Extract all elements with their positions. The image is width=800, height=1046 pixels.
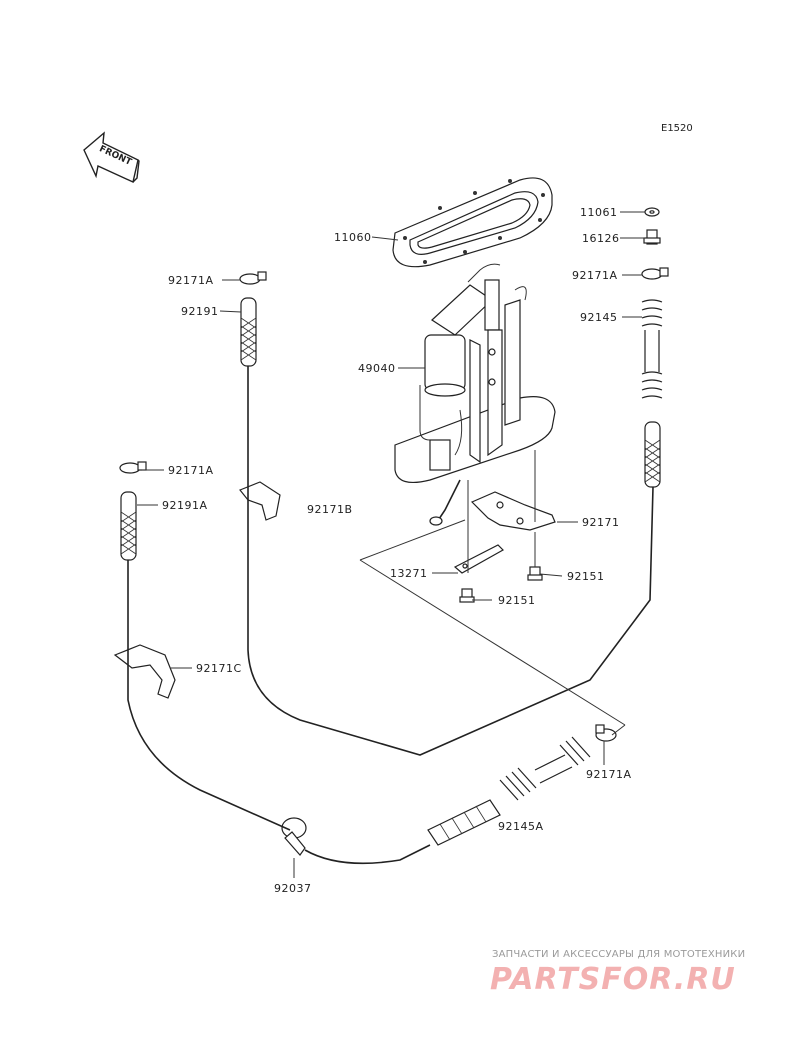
bolt-92151-right: [527, 566, 543, 581]
clamp-92171A-bottom: [595, 724, 617, 742]
label-11060: 11060: [334, 231, 372, 244]
fitting-92037: [281, 817, 307, 856]
label-92171A-top-right: 92171A: [572, 269, 618, 282]
hose-92191: [240, 297, 257, 367]
clamp-92171A-mid-left: [119, 461, 147, 474]
label-92151-right: 92151: [567, 570, 605, 583]
clamp-92171A-top-right: [641, 267, 669, 280]
label-92171A-mid-left: 92171A: [168, 464, 214, 477]
label-49040: 49040: [358, 362, 396, 375]
washer-11061: [644, 207, 660, 217]
hose-92145A: [427, 736, 591, 846]
diagram-code: E1520: [661, 123, 693, 134]
front-arrow-icon: FRONT: [83, 131, 140, 183]
clamp-92171A-top-left: [239, 271, 267, 285]
clip-92171C: [113, 644, 176, 699]
watermark-logo: PARTSFOR.RU: [490, 962, 736, 997]
clip-92171B: [239, 481, 281, 521]
label-92171C: 92171C: [196, 662, 242, 675]
label-92145A: 92145A: [498, 820, 544, 833]
label-92151-bottom: 92151: [498, 594, 536, 607]
label-92171A-bottom: 92171A: [586, 768, 632, 781]
gasket-11060: [392, 177, 553, 268]
label-92171: 92171: [582, 516, 620, 529]
label-92145: 92145: [580, 311, 618, 324]
plate-13271: [453, 544, 504, 574]
bracket-92171: [470, 491, 556, 531]
watermark-caption: ЗАПЧАСТИ И АКСЕССУАРЫ ДЛЯ МОТОТЕХНИКИ: [492, 949, 746, 960]
fitting-16126: [643, 229, 661, 245]
label-92037: 92037: [274, 882, 312, 895]
label-13271: 13271: [390, 567, 428, 580]
label-92191A: 92191A: [162, 499, 208, 512]
bolt-92151-bottom: [459, 588, 475, 603]
fuel-pump-49040: [394, 263, 556, 526]
label-92171B: 92171B: [307, 503, 353, 516]
label-16126: 16126: [582, 232, 620, 245]
label-92191: 92191: [181, 305, 219, 318]
leader-lines: [137, 211, 645, 878]
hose-92191A: [120, 491, 137, 561]
routing-lines: [127, 366, 654, 865]
label-11061: 11061: [580, 206, 618, 219]
label-92171A-top-left: 92171A: [168, 274, 214, 287]
hose-92145: [641, 299, 663, 488]
